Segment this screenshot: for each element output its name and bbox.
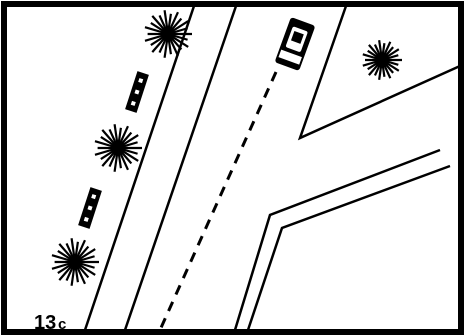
road-left-edge xyxy=(83,5,196,331)
bush-center xyxy=(112,142,124,154)
side-road-upper xyxy=(297,5,461,141)
hedge-icon xyxy=(125,71,149,113)
car-icon xyxy=(275,17,315,71)
side-road-lower-inner xyxy=(246,164,451,331)
bush-icon xyxy=(94,124,142,172)
hedge-icon xyxy=(78,187,102,229)
road-right-edge xyxy=(123,5,238,331)
bush-center xyxy=(162,28,174,40)
figure-label-letter: c xyxy=(58,316,66,333)
bush-icon xyxy=(144,10,192,58)
bush-icon xyxy=(51,238,99,286)
figure-label-number: 13 xyxy=(34,312,56,334)
bush-icon xyxy=(362,40,402,80)
bush-center xyxy=(377,55,387,65)
side-road-lower-outer xyxy=(233,148,441,331)
vehicle-path xyxy=(158,71,278,331)
bush-center xyxy=(69,256,81,268)
